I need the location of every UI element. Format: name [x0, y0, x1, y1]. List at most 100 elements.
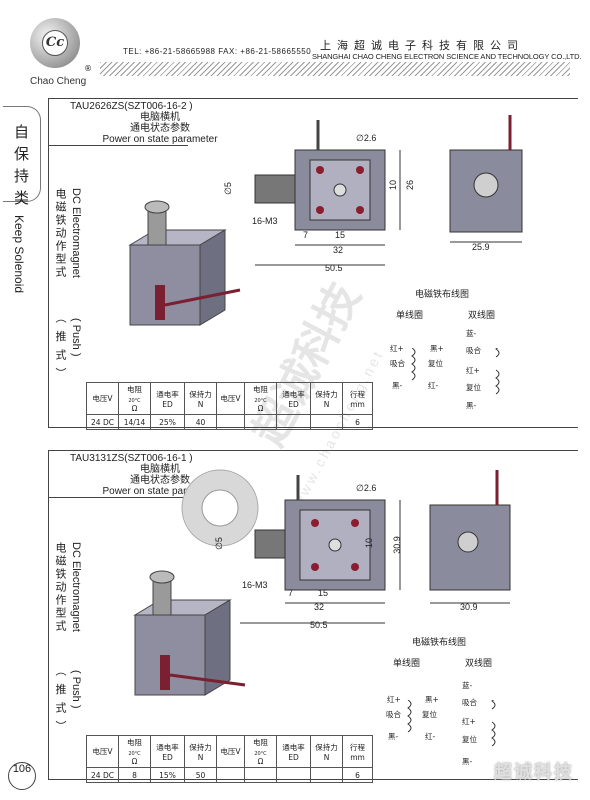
- cell-duty: 25%: [150, 414, 185, 430]
- coil-wire: [155, 285, 165, 320]
- dim-d15-2: 15: [318, 588, 329, 598]
- dim-diameter: ∅2.6: [356, 133, 377, 143]
- col-voltage: 电压V: [86, 382, 119, 415]
- dim-diameter-2: ∅2.6: [356, 483, 377, 493]
- cell-voltage: 24 DC: [86, 414, 119, 430]
- double-coil-symbol-b: [491, 721, 496, 747]
- brand-name: Chao Cheng: [30, 76, 87, 87]
- mount-hole: [351, 519, 359, 527]
- section1-model: TAU2626ZS(SZT006-16-2 ): [70, 101, 193, 112]
- category-tab: 自 保 持 类: [3, 106, 41, 207]
- section2-type-en: DC Electromagnet: [70, 542, 82, 632]
- section1-front-drawing: [254, 120, 401, 266]
- wire-hold-2: 吸合: [462, 698, 477, 707]
- page-number: 106: [8, 762, 36, 790]
- double-coil-label-2: 双线圈: [465, 659, 493, 669]
- dim-d505: 50.5: [325, 263, 343, 273]
- section1-title-cn1: 电脑横机: [140, 112, 180, 123]
- dim-d32: 32: [333, 245, 344, 255]
- cell-stroke: 6: [342, 414, 373, 430]
- dim-d259: 25.9: [472, 242, 490, 252]
- cell-voltage: 24 DC: [86, 767, 119, 783]
- section2-model: TAU3131ZS(SZT006-16-1 ): [70, 453, 193, 464]
- center-hole: [333, 183, 347, 197]
- section1-title-cn2: 通电状态参数: [130, 123, 190, 134]
- wire-red-minus: 红-: [425, 732, 436, 741]
- section1-type-en: DC Electromagnet: [70, 188, 82, 278]
- lead-wire: [169, 673, 246, 687]
- mount-hole: [316, 166, 324, 174]
- section1-side-drawing: [449, 115, 523, 243]
- wire-black-plus: 黑+: [425, 695, 439, 704]
- wire-reset: 复位: [428, 359, 443, 368]
- dim-d7: 7: [303, 230, 309, 240]
- dim-d15: 15: [335, 230, 346, 240]
- mount-hole: [311, 519, 319, 527]
- cell-duty: 15%: [150, 767, 185, 783]
- corner-watermark: 超诚科技: [494, 762, 574, 783]
- dim-d5-2: ∅5: [213, 537, 224, 550]
- registered-mark: ®: [84, 64, 92, 73]
- coil-symbols: [411, 348, 500, 395]
- section2-title-en: Power on state parameter: [102, 486, 218, 497]
- single-coil-symbol: [411, 348, 416, 381]
- col-voltage-2: 电压V: [216, 382, 245, 415]
- cell-resistance: 8: [118, 767, 151, 783]
- section1-top-line: [48, 98, 578, 99]
- section1-solenoid-image: [128, 200, 241, 326]
- cell-empty: [216, 767, 245, 783]
- category-char: 保: [13, 145, 29, 163]
- section2-push-en: ( Push ): [70, 670, 82, 709]
- plunger-head: [149, 570, 175, 584]
- dim-d309h: 30.9: [391, 536, 402, 554]
- company-name-cn: 上海超诚电子科技有限公司: [320, 39, 524, 52]
- mount-hole: [356, 206, 364, 214]
- section2-title-cn2: 通电状态参数: [130, 475, 190, 486]
- section1-type-cn: 电磁铁动作型式: [54, 188, 67, 279]
- single-coil-symbol: [407, 700, 412, 733]
- seal-inner: [201, 489, 239, 527]
- wire-black-minus: 黑-: [392, 381, 403, 390]
- cell-hold: 50: [184, 767, 217, 783]
- col-voltage: 电压V: [86, 735, 119, 768]
- center-hole: [328, 538, 342, 552]
- mount-hole: [351, 563, 359, 571]
- wire-red-plus-2: 红+: [462, 717, 476, 726]
- seal-watermark: [181, 469, 259, 547]
- dim-m3: 16-M3: [252, 216, 278, 226]
- side-boss: [473, 172, 499, 198]
- cell-empty: [310, 767, 343, 783]
- wiring-title: 电磁铁布线图: [415, 290, 470, 300]
- dim-d10: 10: [388, 179, 399, 191]
- dim-d26-2: 2.6: [363, 483, 377, 493]
- col-voltage-2: 电压V: [216, 735, 245, 768]
- wire-red-plus: 红+: [390, 344, 404, 353]
- dim-d10-2: 10: [364, 537, 375, 549]
- section1-push-cn: （ 推 式 ）: [54, 312, 67, 381]
- double-coil-symbol-b: [495, 369, 500, 395]
- wire-black-minus-2: 黑-: [466, 401, 477, 410]
- section2-front-drawing: [240, 475, 401, 624]
- dim-d26: 2.6: [363, 133, 377, 143]
- coil-symbols-2: [407, 700, 496, 747]
- cell-hold: 40: [184, 414, 217, 430]
- wire-red-minus: 红-: [428, 381, 439, 390]
- table-row: 24 DC 8 15% 50 6: [86, 767, 373, 783]
- plunger-head: [144, 200, 170, 214]
- section1-left-line: [48, 98, 49, 428]
- cell-resistance: 14/14: [118, 414, 151, 430]
- contact-tel-fax: TEL: +86-21-58665988 FAX: +86-21-5866555…: [123, 47, 312, 56]
- section1-title-en: Power on state parameter: [102, 134, 218, 145]
- category-char: 持: [13, 167, 29, 185]
- wire-reset: 复位: [422, 710, 437, 719]
